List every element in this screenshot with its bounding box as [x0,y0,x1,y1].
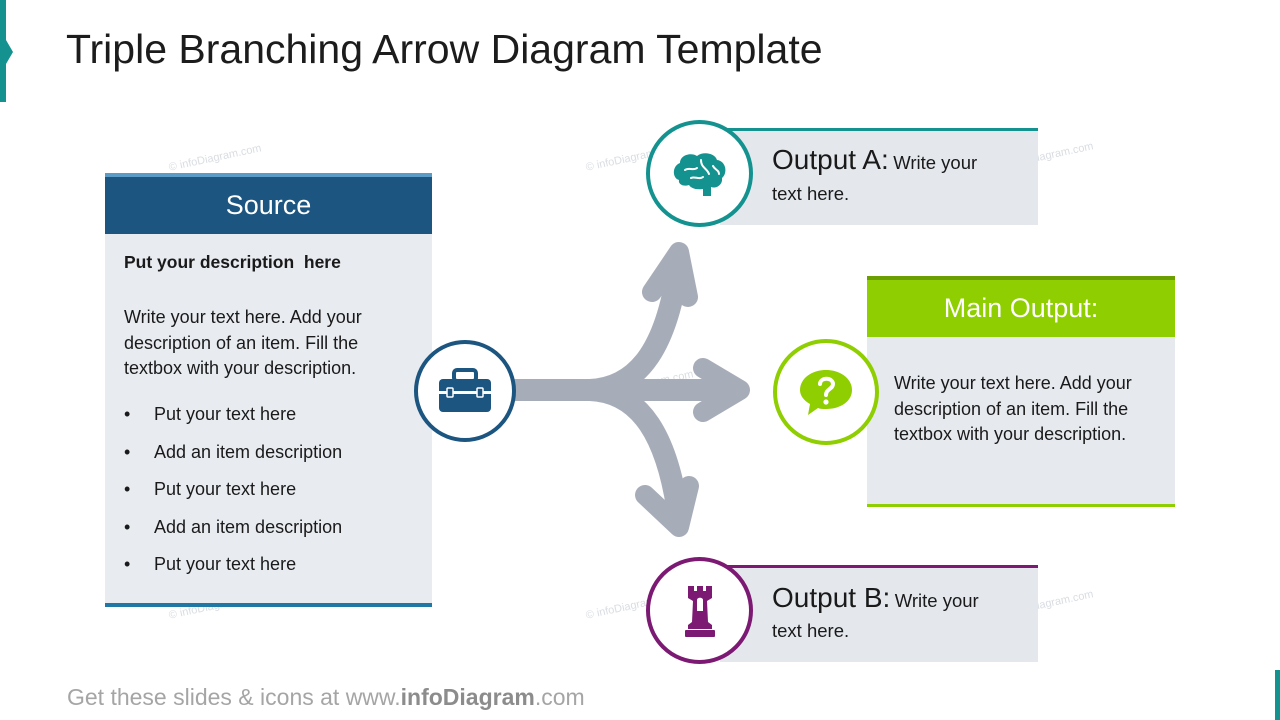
output-b-icon-circle [646,557,753,664]
bullet-icon: • [124,516,131,537]
corner-accent-bar [1275,670,1280,720]
output-a-text: Output A: Write your [772,144,977,177]
bullet-icon: • [124,554,131,574]
footer-credit: Get these slides & icons at www.infoDiag… [67,684,585,710]
arrow-head-down [635,476,699,537]
list-item: •Add an item description [124,516,342,554]
chess-rook-icon [684,585,715,637]
toolbox-icon [439,368,491,412]
output-a-desc-line2: text here. [772,183,850,204]
page-title: Triple Branching Arrow Diagram Template [66,26,823,72]
main-output-bottom-line [867,504,1175,507]
bullet-icon: • [124,404,131,424]
title-accent-pointer [6,40,13,64]
output-b-desc-line1: Write your [894,590,979,611]
output-b-box [720,565,1038,662]
output-b-text: Output B: Write your [772,582,979,615]
source-bullet-list: •Put your text here •Add an item descrip… [124,403,342,591]
source-top-line [105,173,432,177]
main-output-icon-circle [773,339,879,445]
bullet-icon: • [124,441,131,462]
main-output-header: Main Output: [867,276,1175,337]
output-a-desc-line1: Write your [893,152,978,173]
output-b-desc-line2: text here. [772,620,850,641]
source-icon-circle [414,340,516,442]
output-a-icon-circle [646,120,753,227]
source-panel [105,234,432,604]
source-paragraph: Write your text here. Add your descripti… [124,307,362,378]
output-a-title: Output A: [772,144,889,175]
arrow-head-up [642,242,698,307]
list-item: •Add an item description [124,441,342,479]
question-speech-bubble-icon [800,370,852,415]
brain-icon [673,152,725,196]
list-item: •Put your text here [124,478,342,516]
output-a-box [720,128,1038,225]
source-bottom-line [105,603,432,607]
main-output-text: Write your text here. Add your descripti… [894,373,1132,444]
list-item: •Put your text here [124,403,342,441]
list-item: •Put your text here [124,553,342,591]
source-subtitle: Put your description here [124,252,341,272]
output-b-title: Output B: [772,582,891,613]
bullet-icon: • [124,479,131,499]
source-header: Source [105,177,432,234]
main-output-panel [867,337,1175,504]
arrow-head-middle [693,358,750,422]
title-accent-bar [0,0,6,102]
arrow-branch-down [500,379,690,522]
